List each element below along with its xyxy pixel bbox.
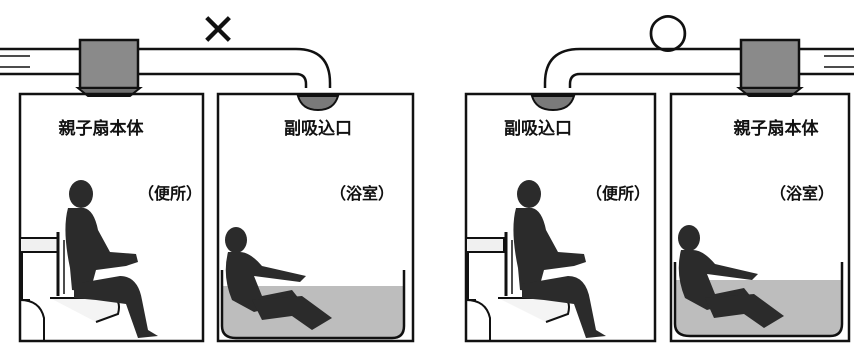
bathroom-room-label: （浴室） (770, 184, 834, 203)
toilet-device-label: 親子扇本体 (59, 118, 145, 139)
toilet-room-label: （便所） (138, 184, 202, 203)
toilet-fixture (19, 232, 120, 341)
fan-unit (736, 38, 804, 97)
toilet-device-label: 副吸込口 (504, 119, 572, 139)
bathroom-room (669, 92, 851, 343)
bathroom-room-label: （浴室） (330, 184, 394, 203)
correct-example-panel: ○ 副吸込口 （便所） 親子扇本体 （浴室） (464, 2, 854, 343)
incorrect-example-panel: ✕ 親子扇本体 （便所） 副吸込口 （浴室） (0, 5, 415, 343)
fan-unit (75, 38, 143, 97)
toilet-room-label: （便所） (586, 184, 650, 203)
bathroom-device-label: 副吸込口 (284, 119, 352, 139)
sitting-person-silhouette (513, 180, 606, 338)
duct (0, 47, 332, 88)
toilet-room (18, 92, 205, 343)
toilet-room (464, 92, 657, 343)
sub-intake (296, 95, 340, 112)
bathroom-room (216, 92, 415, 343)
bathing-person-silhouette (225, 227, 332, 330)
bathroom-device-label: 親子扇本体 (734, 118, 820, 139)
duct (543, 47, 854, 88)
toilet-fixture (465, 232, 570, 341)
sitting-person-silhouette (65, 180, 158, 338)
incorrect-mark: ✕ (200, 5, 237, 56)
sub-intake (530, 95, 576, 112)
bathing-person-silhouette (678, 225, 784, 328)
